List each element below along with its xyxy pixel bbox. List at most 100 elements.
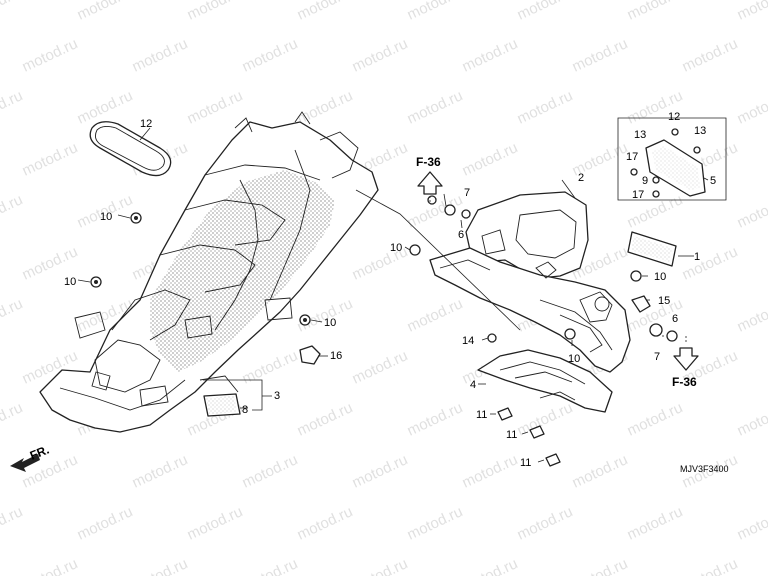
callout-17-a: 17 (626, 151, 638, 163)
watermark-text: motod.ru (295, 399, 356, 439)
watermark-text: motod.ru (680, 35, 741, 75)
watermark-text: motod.ru (460, 555, 521, 576)
watermark-text: motod.ru (0, 191, 25, 231)
callout-11-c: 11 (520, 457, 531, 469)
callout-7-a: 7 (464, 187, 470, 199)
callout-17-b: 17 (632, 189, 644, 201)
watermark-text: motod.ru (20, 35, 81, 75)
callout-10-a: 10 (100, 211, 112, 223)
watermark-text: motod.ru (350, 347, 411, 387)
watermark-text: motod.ru (130, 35, 191, 75)
callouts: 12 10 10 10 16 3 8 2 7 6 10 1 10 15 6 7 … (28, 111, 729, 474)
license-bracket (429, 247, 631, 373)
callout-10-b: 10 (64, 276, 76, 288)
watermark-text: motod.ru (185, 0, 246, 24)
watermark-text: motod.ru (570, 555, 631, 576)
watermark-text: motod.ru (185, 87, 246, 127)
watermark-text: motod.ru (240, 451, 301, 491)
callout-12-b: 13 (694, 125, 706, 137)
callout-6-b: 6 (672, 313, 678, 325)
watermark-text: motod.ru (735, 503, 768, 543)
watermark-text: motod.ru (240, 347, 301, 387)
watermark-text: motod.ru (130, 555, 191, 576)
callout-16: 16 (330, 350, 342, 362)
right-fasteners (409, 195, 678, 467)
watermark-text: motod.ru (20, 139, 81, 179)
callout-2: 2 (578, 172, 584, 184)
watermark-text: motod.ru (515, 503, 576, 543)
watermark-text: motod.ru (185, 503, 246, 543)
watermark-text: motod.ru (405, 295, 466, 335)
inset-license-light (617, 117, 727, 201)
part-1-reflector (627, 231, 677, 267)
watermark-text: motod.ru (0, 295, 25, 335)
part-2-rear-cowl (465, 191, 589, 279)
front-label: FR. (28, 443, 51, 463)
watermark-text: motod.ru (460, 35, 521, 75)
watermark-text: motod.ru (130, 451, 191, 491)
callout-7-b: 7 (654, 351, 660, 363)
watermark-text: motod.ru (240, 35, 301, 75)
callout-3: 3 (274, 390, 280, 402)
watermark-text: motod.ru (680, 243, 741, 283)
callout-4: 4 (470, 379, 476, 391)
watermark-text: motod.ru (405, 399, 466, 439)
watermark-text: motod.ru (460, 451, 521, 491)
callout-15: 15 (658, 295, 670, 307)
part-4-undertray (477, 349, 613, 413)
watermark-text: motod.ru (20, 451, 81, 491)
watermark-text: motod.ru (515, 0, 576, 24)
callout-6-a: 6 (458, 229, 464, 241)
part-8-label (203, 393, 241, 417)
watermark-text: motod.ru (735, 399, 768, 439)
ref-arrow-top (417, 171, 443, 204)
watermark-text: motod.ru (0, 0, 25, 24)
callout-1: 1 (694, 251, 700, 263)
watermark-text: motod.ru (405, 503, 466, 543)
callout-10-e: 10 (654, 271, 666, 283)
part-5-seal (89, 121, 172, 177)
ref-arrow-bottom (673, 334, 699, 371)
watermark-text: motod.ru (570, 35, 631, 75)
watermark-text: motod.ru (295, 503, 356, 543)
watermark-text: motod.ru (0, 503, 25, 543)
callout-8: 8 (242, 404, 248, 416)
watermark-text: motod.ru (240, 555, 301, 576)
watermark-text: motod.ru (735, 295, 768, 335)
watermark-text: motod.ru (625, 503, 686, 543)
ref-f36-bottom: F-36 (672, 375, 697, 389)
watermark-text: motod.ru (625, 0, 686, 24)
watermark-text: motod.ru (0, 399, 25, 439)
watermark-text: motod.ru (405, 0, 466, 24)
callout-9: 5 (710, 175, 716, 187)
watermark-text: motod.ru (625, 399, 686, 439)
ref-f36-top: F-36 (416, 155, 441, 169)
left-fasteners (90, 212, 321, 365)
watermark-text: motod.ru (405, 87, 466, 127)
callout-11-a: 11 (476, 409, 487, 421)
callout-10-d: 10 (390, 242, 402, 254)
rear-inner-fender (39, 111, 379, 433)
watermark-text: motod.ru (75, 503, 136, 543)
watermark-text: motod.ru (350, 35, 411, 75)
callout-12-a: 12 (668, 111, 680, 123)
watermark-text: motod.ru (735, 191, 768, 231)
watermark-text: motod.ru (735, 0, 768, 24)
leader-lines (77, 127, 709, 463)
callout-13-a: 13 (634, 129, 646, 141)
callout-14: 14 (462, 335, 474, 347)
callout-10-c: 10 (324, 317, 336, 329)
callout-13-b: 9 (642, 175, 648, 187)
watermark-text: motod.ru (515, 87, 576, 127)
callout-11-b: 11 (506, 429, 517, 441)
callout-10-f: 10 (568, 353, 580, 365)
callout-5: 12 (140, 118, 152, 130)
watermark-text: motod.ru (735, 87, 768, 127)
watermark-text: motod.ru (350, 451, 411, 491)
watermark-text: motod.ru (75, 0, 136, 24)
watermark-text: motod.ru (295, 0, 356, 24)
watermark-text: motod.ru (570, 451, 631, 491)
watermark-text: motod.ru (0, 87, 25, 127)
